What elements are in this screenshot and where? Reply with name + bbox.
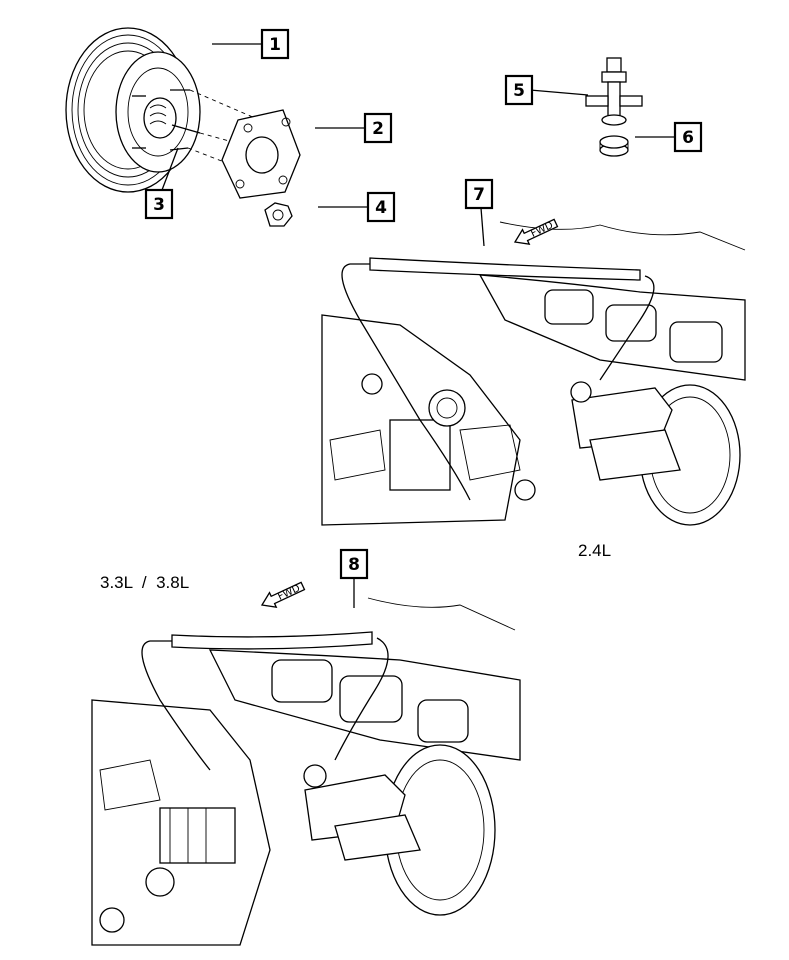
- valve-grommet: [599, 135, 629, 157]
- engine-view-3-3l-3-8l: FWD: [91, 581, 521, 946]
- callout-6-label: 6: [682, 128, 694, 148]
- check-valve: [585, 57, 643, 126]
- callout-7: 7: [464, 178, 494, 210]
- mounting-nut: [264, 202, 293, 227]
- callout-5: 5: [504, 74, 534, 106]
- callout-4-label: 4: [375, 198, 387, 218]
- callout-3-label: 3: [153, 195, 165, 215]
- engine-label-2-4l: 2.4L: [578, 541, 611, 560]
- callout-3: 3: [144, 188, 174, 220]
- callout-7-label: 7: [473, 185, 485, 205]
- callout-6: 6: [673, 121, 703, 153]
- brake-booster: [65, 27, 263, 193]
- callout-1-label: 1: [269, 35, 281, 55]
- callout-8-label: 8: [348, 555, 360, 575]
- callout-2: 2: [363, 112, 393, 144]
- fwd-label-lower: FWD: [276, 583, 302, 603]
- callout-8: 8: [339, 548, 369, 580]
- booster-gasket: [221, 109, 301, 199]
- callout-1: 1: [260, 28, 290, 60]
- fwd-label-upper: FWD: [529, 220, 555, 240]
- callout-2-label: 2: [372, 119, 384, 139]
- leader-lines: [161, 43, 675, 608]
- engine-label-3-3l-3-8l: 3.3L / 3.8L: [100, 573, 189, 592]
- callout-4: 4: [366, 191, 396, 223]
- engine-view-2-4l: FWD: [321, 218, 746, 526]
- callout-5-label: 5: [513, 81, 525, 101]
